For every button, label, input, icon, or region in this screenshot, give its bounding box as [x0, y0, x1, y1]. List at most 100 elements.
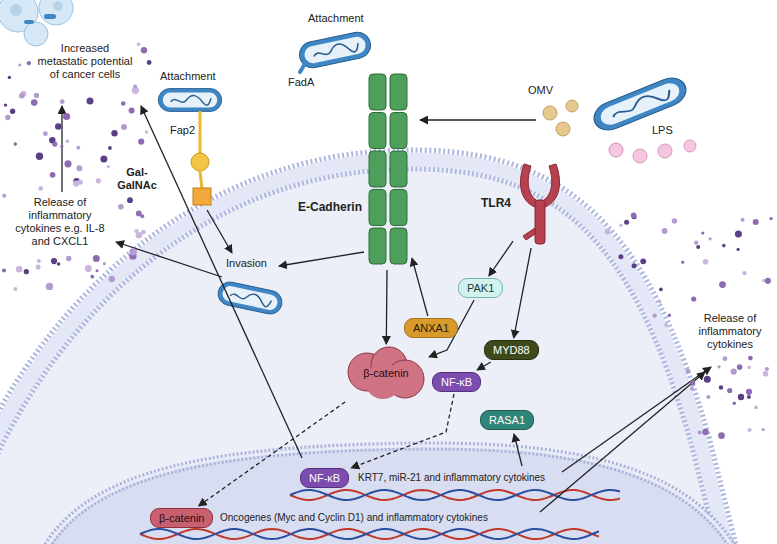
cytokine-dot [631, 213, 637, 219]
cytokine-dot [762, 279, 765, 282]
cytokine-dot [76, 146, 80, 150]
pathway-connector [351, 394, 454, 468]
cytokine-dot [36, 153, 43, 160]
cytokine-dot [763, 371, 769, 377]
cytokine-dot [668, 314, 671, 317]
pathway-connector [514, 248, 531, 338]
cytokine-dot [686, 369, 691, 374]
dna-strand [140, 529, 599, 539]
cytokine-dot [746, 389, 752, 395]
protein-pill: PAK1 [458, 278, 503, 298]
cytokine-dot [717, 365, 720, 368]
text-label: Invasion [226, 257, 267, 270]
pathway-arrows [62, 106, 711, 512]
cytokine-dot [731, 369, 737, 375]
label-text: Release of inflammatory cytokines [699, 312, 762, 350]
cytokine-dot [93, 255, 100, 262]
label-text: Invasion [226, 257, 267, 269]
cytokine-dots [2, 43, 773, 440]
cytokine-dot [129, 108, 135, 114]
cytokine-dot [704, 376, 711, 383]
text-label: Increased metastatic potential of cancer… [35, 42, 135, 81]
tlr4-receptor: TLR4 [515, 158, 565, 246]
e-cadherin-receptor: E-Cadherin [366, 72, 410, 268]
cytokine-dot [769, 217, 772, 220]
dna-strands [140, 490, 620, 539]
cytokine-dot [754, 406, 758, 410]
fap2-protein [191, 153, 209, 171]
cytokine-dot [60, 99, 65, 104]
cytokine-dot [121, 101, 126, 106]
cytokine-dot [51, 258, 57, 264]
label-text: Oncogenes (Myc and Cyclin D1) and inflam… [220, 512, 488, 523]
cytokine-dot [753, 219, 759, 225]
pathway-connector [489, 241, 513, 276]
cytokine-dot [118, 204, 124, 210]
cytokine-dot [66, 139, 70, 143]
cytokine-dot [624, 220, 629, 225]
cytokine-dot [63, 113, 70, 120]
cytokine-dot [90, 275, 94, 279]
cancer-cells [0, 0, 73, 46]
cytokine-dot [690, 380, 695, 385]
cytokine-dot [64, 160, 71, 167]
node-text: PAK1 [467, 282, 494, 294]
pathway-connector [412, 258, 428, 316]
fap2-stalk [200, 171, 202, 189]
cytokine-dot [136, 232, 142, 238]
cytokine-dot [10, 109, 15, 114]
protein-pill: NF-κB [432, 372, 481, 392]
cytokine-dot [96, 269, 99, 272]
cytokine-dot [38, 186, 43, 191]
text-label: KRT7, miR-21 and inflammatory cytokines [358, 471, 545, 484]
node-text: β-catenin [363, 367, 408, 379]
pathway-connector [477, 362, 491, 370]
cytokine-dot [50, 172, 56, 178]
cytokine-dot [103, 262, 106, 265]
cytokine-dot [737, 364, 743, 370]
cytokine-dot [706, 395, 710, 399]
lps-particles [609, 140, 696, 163]
pathway-connector [199, 402, 346, 506]
cytokine-dot [129, 248, 136, 255]
protein-pill: NF-κB [300, 468, 349, 488]
cytokine-dot [762, 428, 765, 431]
bacterium [590, 73, 690, 135]
text-label: Release of inflammatory cytokines [688, 312, 772, 351]
cytokine-dot [737, 248, 740, 251]
cytokine-dot [31, 99, 38, 106]
cytokine-dot [27, 61, 31, 65]
protein-cluster: β-catenin [345, 346, 427, 400]
cytokine-dot [698, 430, 702, 434]
cytokine-dot [37, 259, 41, 263]
cytokine-dot [36, 265, 41, 270]
protein-pill: MYD88 [484, 340, 539, 360]
cytokine-dot [662, 228, 668, 234]
fada-adhesin [300, 62, 306, 72]
label-text: Fap2 [170, 124, 195, 136]
cytokine-dot [8, 76, 11, 79]
node-text: NF-κB [441, 376, 472, 388]
cytokine-dot [719, 281, 726, 288]
cytokine-dot [57, 262, 61, 266]
cytokine-dot [147, 60, 152, 65]
cytokine-dot [742, 271, 746, 275]
cytokine-dot [5, 115, 10, 120]
bacterium [216, 280, 284, 316]
cytokine-dot [46, 283, 53, 290]
text-label: LPS [652, 124, 673, 137]
cytokine-dot [111, 130, 117, 136]
cytokine-dot [16, 266, 23, 273]
cytokine-dot [140, 214, 144, 218]
cytokine-dot [696, 245, 700, 249]
cytokine-dot [2, 194, 6, 198]
cytokine-dot [653, 313, 657, 317]
cytokine-dot [108, 146, 112, 150]
cytokine-dot [13, 287, 17, 291]
cytokine-dot [18, 63, 21, 66]
text-label: FadA [288, 76, 314, 89]
cytokine-dot [133, 85, 137, 89]
text-label: Oncogenes (Myc and Cyclin D1) and inflam… [220, 511, 488, 524]
receptor-label: TLR4 [481, 196, 511, 210]
cytokine-dot [66, 256, 71, 261]
